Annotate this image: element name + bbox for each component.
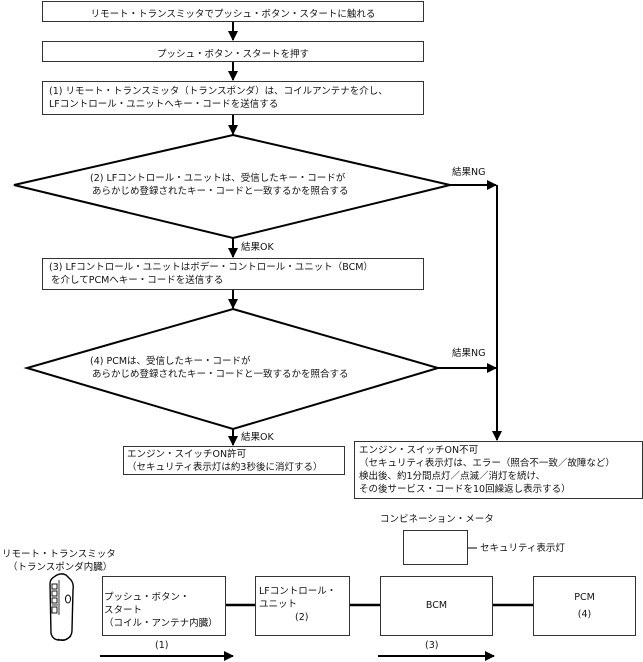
step1-box: (1) リモート・トランスミッタ（トランスポンダ）は、コイルアンテナを介し、 L… [42, 81, 424, 115]
push-block-line2: スタート [104, 605, 143, 616]
decision4-line2: あらかじめ登録されたキー・コードと一致するかを照合する [92, 369, 349, 380]
step3-box: (3) LFコントロール・ユニットはボデー・コントロール・ユニット（BCM） を… [42, 258, 424, 290]
lf-control-unit-block: LFコントロール・ ユニット (2) [255, 576, 350, 636]
ng-outcome-line4: その後サービス・コードを10回繰返し表示する） [359, 484, 571, 495]
ng-outcome-line1: エンジン・スイッチON不可 [359, 445, 479, 456]
step-touch-text: リモート・トランスミッタでプッシュ・ボタン・スタートに触れる [90, 9, 376, 20]
push-block-line1: プッシュ・ボタン・ [104, 592, 190, 603]
ok-outcome-box: エンジン・スイッチON許可 （セキュリティ表示灯は約3秒後に消灯する） [123, 446, 345, 475]
step3-line2: を介してPCMへキー・コードを送信する [51, 275, 224, 286]
result-ok-label-1: 結果OK [241, 242, 274, 253]
result-ng-label-1: 結果NG [452, 167, 486, 178]
meter-label: コンビネーション・メータ [380, 514, 494, 525]
pcm-block-line2: (4) [577, 609, 592, 620]
ng-outcome-line3: 検出後、約1分間点灯／点滅／消灯を続け、 [359, 471, 546, 482]
arrow-label-3: (3) [425, 640, 439, 651]
arrow-label-1: (1) [155, 640, 169, 651]
bcm-block-label: BCM [425, 600, 448, 611]
step-press-text: プッシュ・ボタン・スタートを押す [156, 49, 309, 60]
lf-block-line2: ユニット [259, 599, 298, 610]
push-button-start-block: プッシュ・ボタン・ スタート （コイル・アンテナ内臓） [102, 576, 226, 636]
decision2-line2: あらかじめ登録されたキー・コードと一致するかを照合する [92, 186, 349, 197]
ng-outcome-line2: （セキュリティ表示灯は、エラー（照合不一致／故障など） [359, 458, 615, 469]
step-touch-box: リモート・トランスミッタでプッシュ・ボタン・スタートに触れる [42, 1, 424, 22]
pcm-block: PCM (4) [533, 576, 636, 636]
result-ng-label-2: 結果NG [452, 348, 486, 359]
lf-block-line3: (2) [295, 612, 309, 623]
bcm-block: BCM [380, 576, 493, 636]
lf-block-line1: LFコントロール・ [259, 586, 337, 597]
combination-meter-box [403, 530, 468, 565]
remote-key-fob-icon [49, 573, 74, 641]
pcm-block-line1: PCM [574, 592, 595, 603]
step1-line2: LFコントロール・ユニットへキー・コードを送信する [49, 99, 279, 110]
ok-outcome-line2: （セキュリティ表示灯は約3秒後に消灯する） [127, 462, 323, 473]
ng-outcome-box: エンジン・スイッチON不可 （セキュリティ表示灯は、エラー（照合不一致／故障など… [354, 441, 643, 499]
push-block-line3: （コイル・アンテナ内臓） [104, 618, 218, 629]
step3-line1: (3) LFコントロール・ユニットはボデー・コントロール・ユニット（BCM） [49, 262, 373, 273]
decision2-line1: (2) LFコントロール・ユニットは、受信したキー・コードが [90, 173, 346, 184]
step-press-box: プッシュ・ボタン・スタートを押す [42, 41, 424, 62]
decision4-line1: (4) PCMは、受信したキー・コードが [90, 356, 251, 367]
step1-line1: (1) リモート・トランスミッタ（トランスポンダ）は、コイルアンテナを介し、 [49, 86, 388, 97]
security-lamp-label: セキュリティ表示灯 [480, 543, 565, 554]
remote-label-line2: （トランスポンダ内臓） [8, 562, 113, 573]
result-ok-label-2: 結果OK [241, 432, 274, 443]
ok-outcome-line1: エンジン・スイッチON許可 [127, 449, 247, 460]
remote-label-line1: リモート・トランスミッタ [2, 549, 116, 560]
